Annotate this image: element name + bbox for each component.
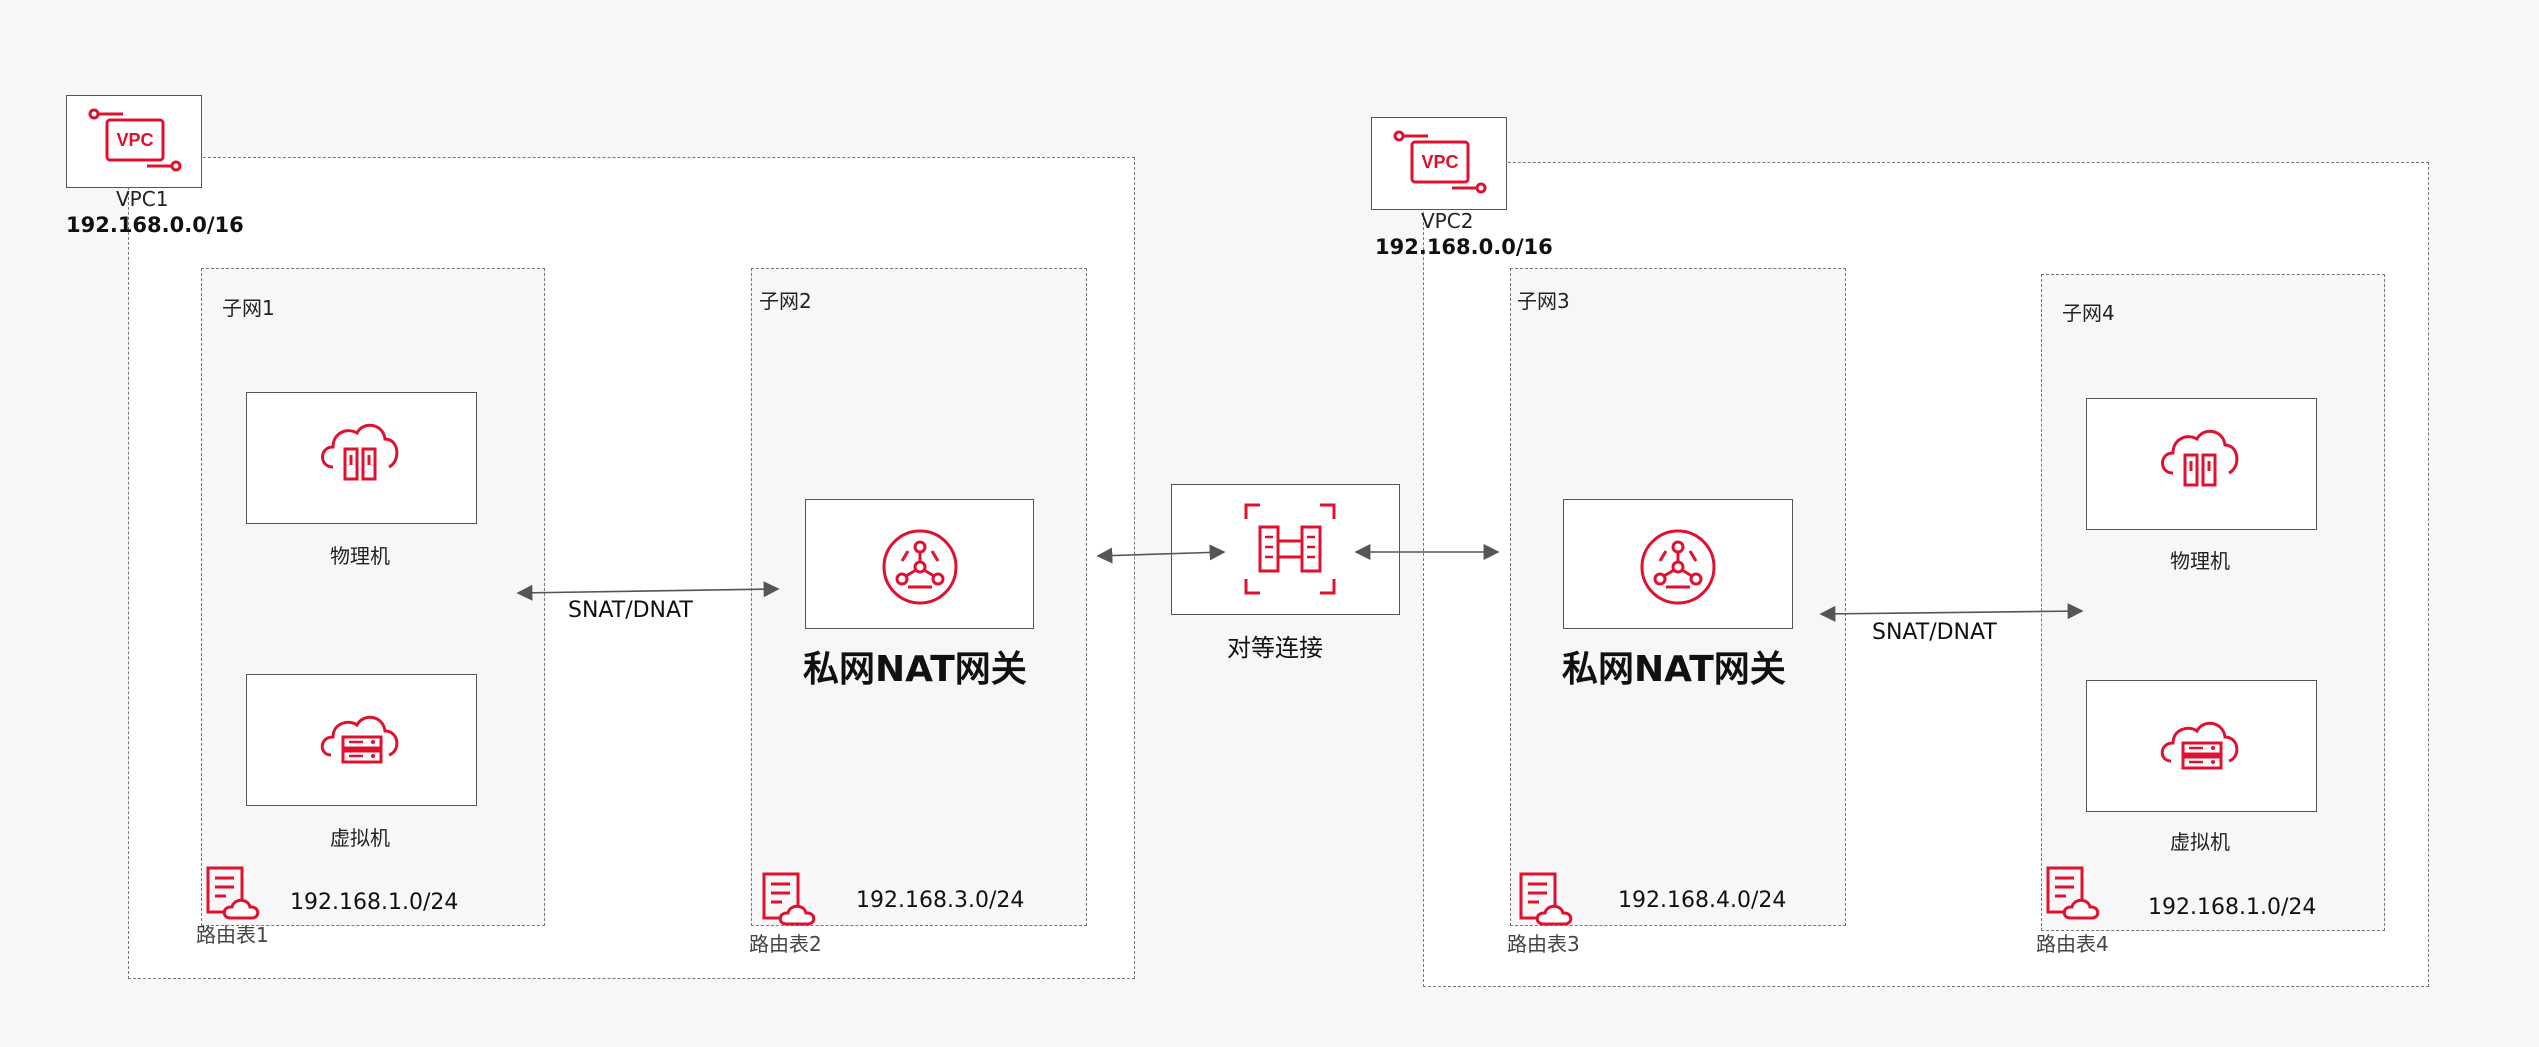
nat-gateway-1: [805, 499, 1034, 629]
peering-connection-label: 对等连接: [1227, 634, 1323, 662]
virtual-machine-icon: [2160, 721, 2239, 770]
virtual-machine-icon: [320, 715, 399, 764]
nat-gateway-icon: [1640, 529, 1716, 605]
nat-gateway-2: [1563, 499, 1793, 629]
virtual-machine-1-label: 虚拟机: [330, 826, 390, 850]
route-table-2-label: 路由表2: [749, 932, 822, 956]
subnet1-name: 子网1: [222, 296, 275, 320]
route-table-icon: [762, 872, 816, 926]
nat-gateway-2-label: 私网NAT网关: [1562, 649, 1786, 690]
vpc-icon: VPC: [1393, 130, 1487, 194]
subnet4-cidr: 192.168.1.0/24: [2148, 895, 2317, 920]
subnet4-boundary: [2041, 274, 2385, 931]
snat-dnat-left-arrow: [516, 581, 780, 601]
peering-icon: [1244, 503, 1336, 595]
vpc-icon-text: VPC: [1421, 152, 1458, 172]
snat-dnat-right-arrow: [1819, 603, 2084, 622]
subnet2-name: 子网2: [759, 289, 812, 313]
vpc2-icon-box: VPC: [1371, 117, 1507, 210]
physical-machine-2: [2086, 398, 2317, 530]
vpc2-name: VPC2: [1421, 209, 1474, 233]
snat-dnat-right-label: SNAT/DNAT: [1872, 620, 1997, 645]
subnet1-cidr: 192.168.1.0/24: [290, 890, 459, 915]
subnet3-cidr: 192.168.4.0/24: [1618, 888, 1787, 913]
vpc1-name: VPC1: [116, 187, 169, 211]
physical-machine-1-label: 物理机: [330, 544, 390, 568]
subnet2-cidr: 192.168.3.0/24: [856, 888, 1025, 913]
physical-machine-2-label: 物理机: [2170, 549, 2230, 573]
physical-machine-icon: [321, 423, 399, 481]
route-table-3-label: 路由表3: [1507, 932, 1580, 956]
virtual-machine-2-label: 虚拟机: [2170, 830, 2230, 854]
virtual-machine-2: [2086, 680, 2317, 812]
vpc1-icon-box: VPC: [66, 95, 202, 188]
physical-machine-icon: [2161, 429, 2239, 487]
vpc2-cidr: 192.168.0.0/16: [1375, 235, 1553, 259]
vpc-icon-text: VPC: [116, 130, 153, 150]
subnet1-boundary: [201, 268, 545, 926]
vpc-icon: VPC: [88, 108, 182, 172]
subnet4-name: 子网4: [2062, 301, 2115, 325]
route-table-icon: [1519, 872, 1573, 926]
route-table-4-label: 路由表4: [2036, 932, 2109, 956]
snat-dnat-left-label: SNAT/DNAT: [568, 598, 693, 623]
virtual-machine-1: [246, 674, 477, 806]
physical-machine-1: [246, 392, 477, 524]
subnet3-name: 子网3: [1517, 289, 1570, 313]
nat-gateway-icon: [882, 529, 958, 605]
vpc1-cidr: 192.168.0.0/16: [66, 213, 244, 237]
route-table-1-label: 路由表1: [196, 923, 269, 947]
route-table-icon: [206, 866, 260, 920]
nat1-peering-arrow: [1096, 544, 1226, 564]
nat-gateway-1-label: 私网NAT网关: [803, 649, 1027, 690]
route-table-icon: [2046, 866, 2100, 920]
